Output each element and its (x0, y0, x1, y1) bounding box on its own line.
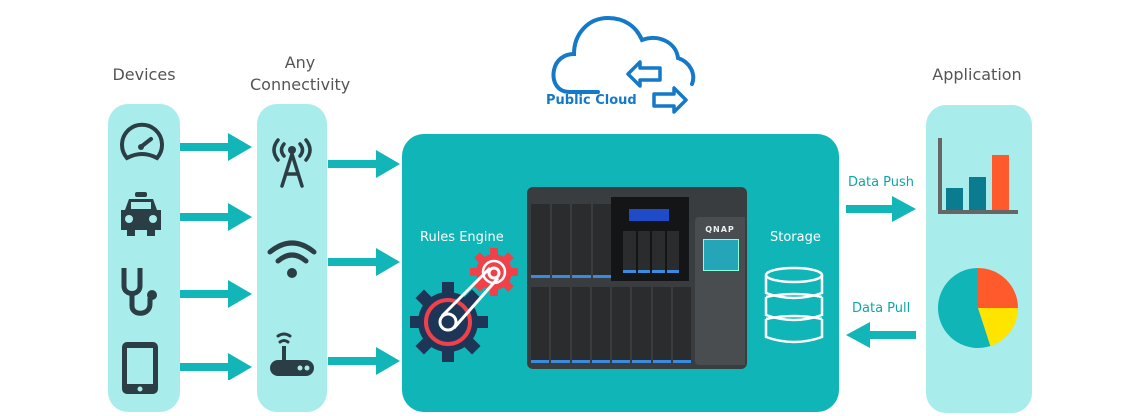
tablet-icon (122, 342, 158, 394)
application-panel (926, 105, 1032, 413)
nas-device: QNAP (527, 187, 747, 373)
data-push-label: Data Push (848, 175, 915, 190)
bar-chart-icon (938, 138, 1018, 214)
pie-slice-orange (978, 268, 1018, 308)
cell-tower-icon (272, 138, 312, 188)
pie-slice-yellow (978, 308, 1018, 347)
data-push-arrow (846, 196, 916, 222)
devices-label: Devices (112, 65, 176, 84)
data-pull-label: Data Pull (852, 301, 911, 316)
bar-A (946, 188, 963, 210)
stethoscope-icon (121, 268, 157, 316)
gears-icon (410, 248, 518, 362)
nas-brand: QNAP (705, 225, 735, 234)
wifi-icon (267, 240, 317, 278)
database-icon (764, 266, 824, 344)
bar-C (992, 155, 1009, 210)
car-icon (121, 192, 161, 236)
data-pull-arrow (846, 322, 916, 348)
speedometer-icon (120, 122, 164, 161)
drive-bays-top-left (531, 204, 611, 278)
router-icon (270, 332, 314, 376)
public-cloud-label: Public Cloud (546, 93, 637, 108)
pie-slice-teal (938, 268, 991, 348)
device-connectivity-arrows (180, 133, 252, 380)
connectivity-label-line1: Any (284, 53, 316, 72)
connectivity-label-line2: Connectivity (250, 75, 351, 94)
storage-label: Storage (770, 230, 821, 245)
bar-B (969, 177, 986, 210)
application-label: Application (932, 65, 1022, 84)
lcd-display (629, 209, 669, 221)
connectivity-hub-arrows (328, 150, 400, 375)
pie-chart-icon (938, 268, 1018, 348)
drive-bays-small (623, 231, 679, 273)
side-lcd (703, 239, 739, 271)
drive-bays-bottom (531, 287, 691, 363)
cloud-icon (551, 15, 696, 114)
rules-engine-label: Rules Engine (420, 230, 504, 245)
